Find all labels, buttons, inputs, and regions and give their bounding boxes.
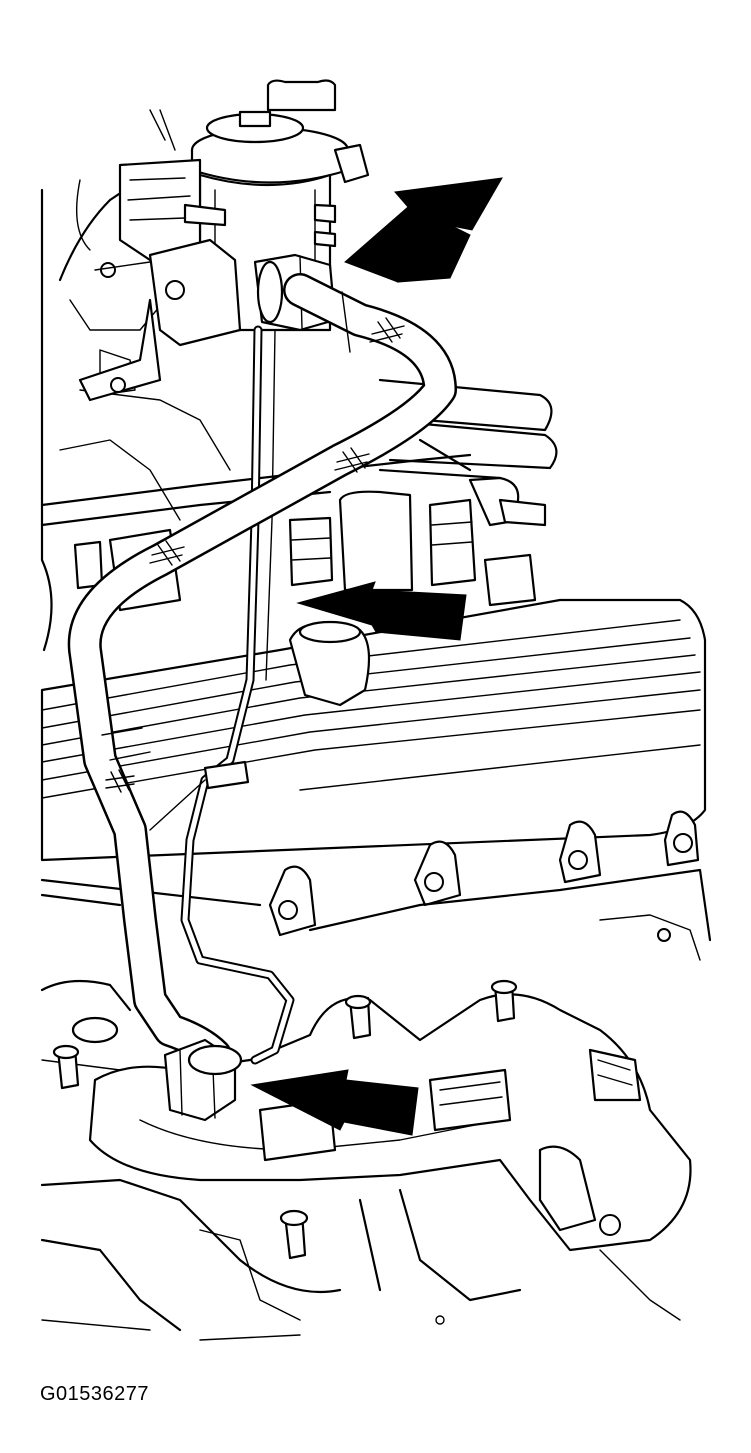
- sensor-tube: [149, 325, 295, 1065]
- valve-cover-bolts: [268, 810, 700, 937]
- callout-arrow-middle: [296, 581, 467, 641]
- callout-arrow-upper: [344, 177, 503, 283]
- valve-cover: [40, 598, 707, 862]
- egr-pipe: [67, 273, 457, 1072]
- lower-hose-fitting: [163, 1038, 243, 1122]
- callout-arrow-lower: [250, 1069, 419, 1136]
- lower-engine: [40, 1178, 681, 1341]
- mounting-bracket: [78, 238, 242, 402]
- manifold-studs: [52, 979, 518, 1260]
- engine-line-illustration: [40, 79, 712, 1341]
- figure-code: G01536277: [40, 1383, 150, 1405]
